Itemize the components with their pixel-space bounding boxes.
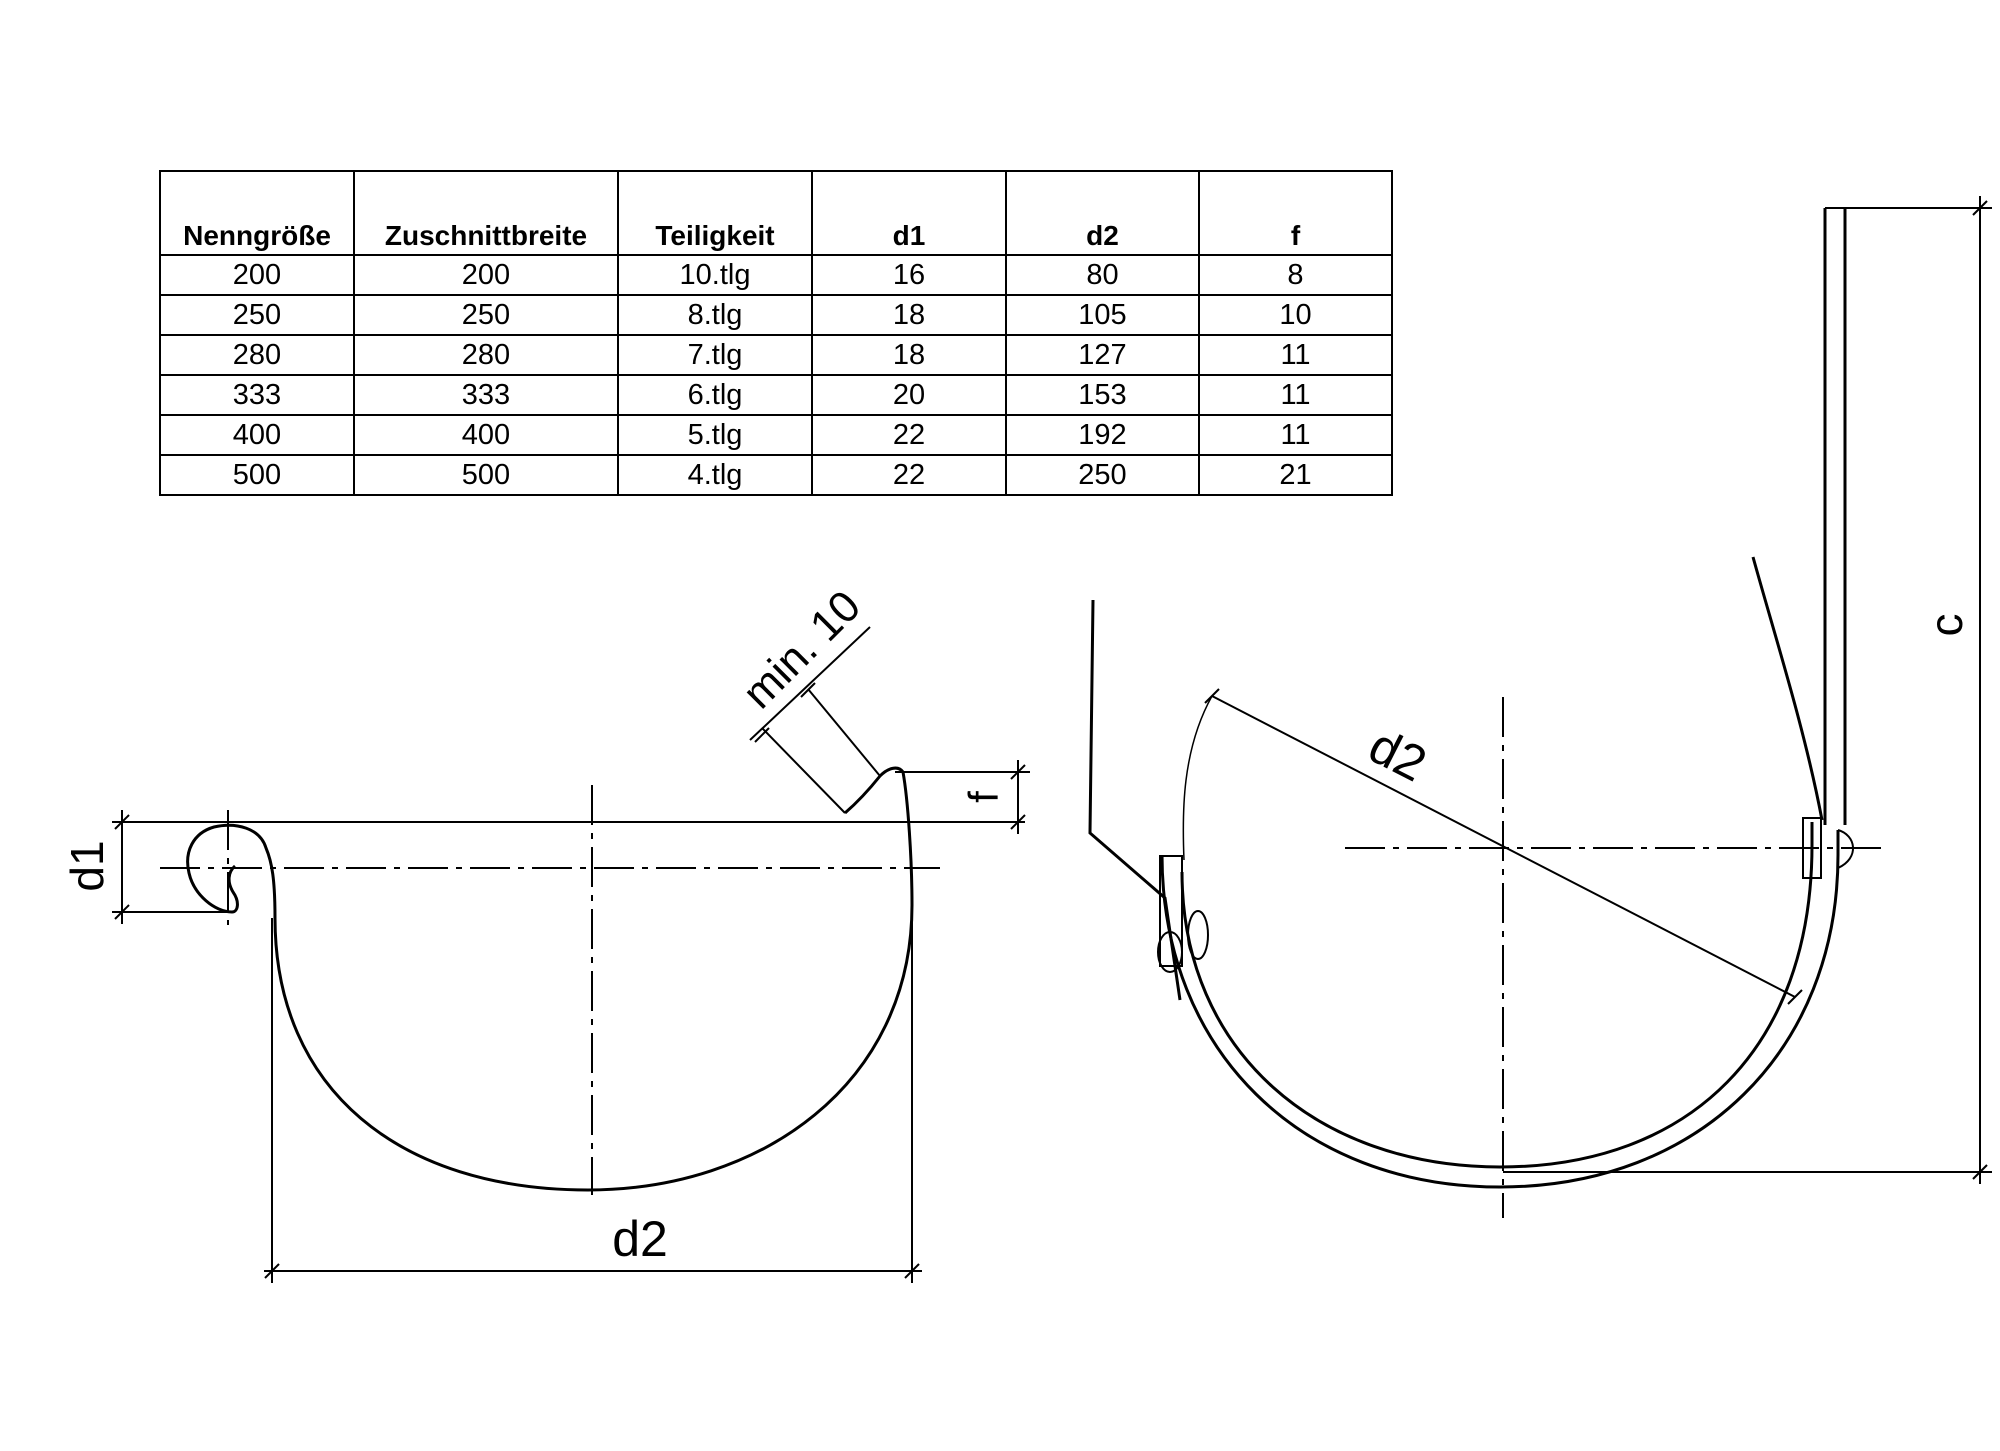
table-cell: 105 xyxy=(1005,294,1200,336)
gutter-trough-curve xyxy=(273,771,914,1192)
table-row: 280 280 7.tlg 18 127 11 xyxy=(159,334,1393,376)
header-f: f xyxy=(1198,170,1393,256)
header-d1: d1 xyxy=(811,170,1007,256)
dimension-c xyxy=(1503,196,1992,1184)
header-teiligkeit: Teiligkeit xyxy=(617,170,813,256)
table-cell: 400 xyxy=(159,414,355,456)
table-cell: 8.tlg xyxy=(617,294,813,336)
table-cell: 500 xyxy=(353,454,619,496)
bracket-left-rivet-1 xyxy=(1157,931,1183,973)
gutter-inner-curve xyxy=(1180,822,1814,1169)
table-cell: 500 xyxy=(159,454,355,496)
table-cell: 10 xyxy=(1198,294,1393,336)
table-cell: 16 xyxy=(811,254,1007,296)
table-cell: 192 xyxy=(1005,414,1200,456)
dimension-f xyxy=(895,760,1030,834)
table-cell: 5.tlg xyxy=(617,414,813,456)
table-row: 500 500 4.tlg 22 250 21 xyxy=(159,454,1393,496)
table-cell: 18 xyxy=(811,334,1007,376)
table-row: 400 400 5.tlg 22 192 11 xyxy=(159,414,1393,456)
table-cell: 11 xyxy=(1198,414,1393,456)
dimension-d1 xyxy=(112,810,1025,924)
table-cell: 333 xyxy=(159,374,355,416)
dimension-d2-right xyxy=(1204,688,1803,1005)
hanger-strap xyxy=(1160,830,1840,1189)
right-center-lines xyxy=(1345,697,1885,1218)
table-cell: 200 xyxy=(159,254,355,296)
table-cell: 280 xyxy=(159,334,355,376)
label-f: f xyxy=(960,791,1007,803)
label-d2-right: d2 xyxy=(1360,717,1435,792)
bracket-left-rivet-2 xyxy=(1187,910,1209,960)
table-cell: 333 xyxy=(353,374,619,416)
table-header-row: Nenngröße Zuschnittbreite Teiligkeit d1 … xyxy=(159,170,1393,256)
table-cell: 21 xyxy=(1198,454,1393,496)
table-cell: 8 xyxy=(1198,254,1393,296)
table-cell: 400 xyxy=(353,414,619,456)
table-cell: 22 xyxy=(811,414,1007,456)
bracket-left-hook xyxy=(1088,599,1182,1001)
table-cell: 11 xyxy=(1198,374,1393,416)
left-center-lines xyxy=(160,785,940,1195)
dimension-min-10 xyxy=(749,626,881,814)
table-cell: 4.tlg xyxy=(617,454,813,496)
table-cell: 20 xyxy=(811,374,1007,416)
table-cell: 18 xyxy=(811,294,1007,336)
header-nenngroesse: Nenngröße xyxy=(159,170,355,256)
gutter-circle-arc xyxy=(1182,695,1213,861)
bracket-spring-clip xyxy=(1751,556,1824,821)
table-row: 250 250 8.tlg 18 105 10 xyxy=(159,294,1393,336)
table-cell: 280 xyxy=(353,334,619,376)
table-cell: 11 xyxy=(1198,334,1393,376)
right-bracket-assembly xyxy=(1088,208,1854,1189)
table-cell: 250 xyxy=(1005,454,1200,496)
table-cell: 80 xyxy=(1005,254,1200,296)
table-row: 333 333 6.tlg 20 153 11 xyxy=(159,374,1393,416)
table-cell: 10.tlg xyxy=(617,254,813,296)
table-cell: 6.tlg xyxy=(617,374,813,416)
table-cell: 7.tlg xyxy=(617,334,813,376)
dimension-d2-left xyxy=(264,880,922,1283)
gutter-back-fold xyxy=(844,766,905,815)
label-d1: d1 xyxy=(61,840,113,891)
header-zuschnittbreite: Zuschnittbreite xyxy=(353,170,619,256)
left-gutter-profile xyxy=(186,766,914,1192)
label-d2-left: d2 xyxy=(612,1211,668,1267)
table-cell: 127 xyxy=(1005,334,1200,376)
table-cell: 250 xyxy=(353,294,619,336)
bracket-left-tab xyxy=(1159,855,1183,967)
table-cell: 153 xyxy=(1005,374,1200,416)
dimension-table: Nenngröße Zuschnittbreite Teiligkeit d1 … xyxy=(159,170,1393,496)
table-cell: 250 xyxy=(159,294,355,336)
gutter-bead-curl xyxy=(186,823,277,919)
table-cell: 22 xyxy=(811,454,1007,496)
header-d2: d2 xyxy=(1005,170,1200,256)
table-cell: 200 xyxy=(353,254,619,296)
label-c: c xyxy=(1920,614,1972,637)
table-row: 200 200 10.tlg 16 80 8 xyxy=(159,254,1393,296)
